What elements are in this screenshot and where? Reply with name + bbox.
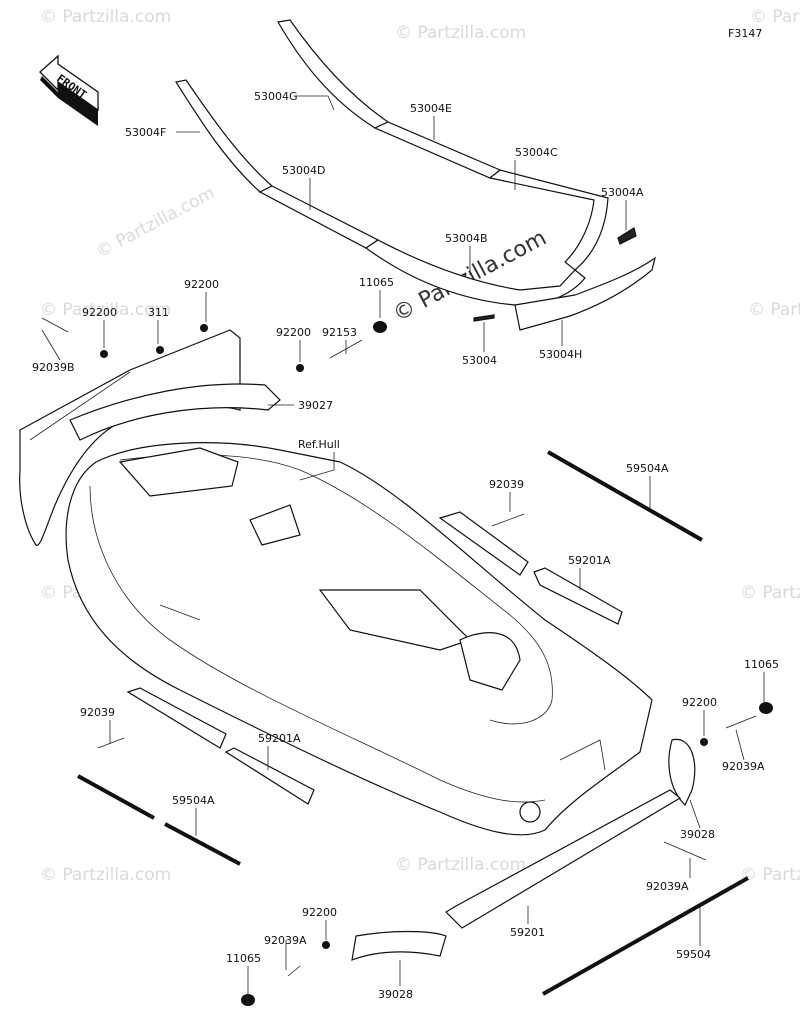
mat-53004 [473,314,495,322]
callout-92200: 92200 [276,326,311,339]
stern-assembly [19,329,281,546]
strip-59504a-left-a [77,774,155,820]
front-arrow-icon: FRONT [39,54,99,126]
callout-59504a: 59504A [172,794,215,807]
washer-92200 [296,364,304,372]
callout-11065: 11065 [359,276,394,289]
washer-92200-bottom [322,941,330,949]
callout-59201a: 59201A [568,554,611,567]
seat-mat-set [175,19,656,331]
callout-92039a: 92039A [722,760,765,773]
callout-92200: 92200 [184,278,219,291]
mat-53004g [277,19,390,129]
callout-11065: 11065 [226,952,261,965]
rail-59201a-lower [533,567,623,625]
mat-53004e [373,121,502,179]
callout-59201a: 59201A [258,732,301,745]
callout-39028: 39028 [378,988,413,1001]
callout-92039a: 92039A [646,880,689,893]
watermark: © Partzilla.com [40,7,171,27]
callout-39028: 39028 [680,828,715,841]
watermark: © Partzilla.com [740,865,800,885]
rail-59201a-left-lower [224,747,315,805]
watermark: © Partzilla.com [40,865,171,885]
ref-hull-label: Ref.Hull [298,438,340,451]
right-side-parts [438,450,773,807]
hull-front-hatch [118,447,239,497]
callout-11065: 11065 [744,658,779,671]
callout-59504a: 59504A [626,462,669,475]
bottom-parts [241,789,749,1006]
grommet-11065 [373,321,387,333]
washer-92200-right [700,738,708,746]
callout-311: 311 [148,306,169,319]
grommet-11065-right [759,702,773,714]
mat-53004a [617,227,637,245]
rail-59201 [445,789,682,929]
watermark: © Partzilla.com [395,23,526,43]
hull-nozzle [519,801,541,823]
callout-53004b: 53004B [445,232,488,245]
stern-hardware [41,317,387,372]
callout-53004g: 53004G [254,90,298,103]
callout-53004a: 53004A [601,186,644,199]
bumper-39028-right [668,738,696,807]
part-39027 [69,383,281,441]
callout-53004: 53004 [462,354,497,367]
washer-92200 [100,350,108,358]
callout-53004f: 53004F [125,126,166,139]
callout-92153: 92153 [322,326,357,339]
leader-lines [41,95,765,994]
hull-footwell [318,589,472,651]
callout-53004h: 53004H [539,348,582,361]
strip-59504 [542,876,749,996]
hull-outer [65,442,653,836]
callout-92039a: 92039A [264,934,307,947]
hull-stern-deck [459,632,521,691]
strip-59504a-left-b [164,822,241,866]
callout-53004e: 53004E [410,102,452,115]
callout-59201: 59201 [510,926,545,939]
callout-39027: 39027 [298,399,333,412]
strip-59504a-right [547,450,703,542]
callout-53004d: 53004D [282,164,325,177]
bumper-39028-bottom [351,930,447,961]
hull-console [249,504,301,546]
watermark: © Partzilla.com [395,855,526,875]
hull [65,442,653,836]
mat-53004b [364,239,586,306]
callout-92200: 92200 [82,306,117,319]
watermark: © Partzilla.com [740,583,800,603]
callout-92039b: 92039B [32,361,75,374]
figure-code: F3147 [728,27,762,40]
nut-311 [156,346,164,354]
grommet-11065-bottom [241,994,255,1006]
callout-labels: 53004G 53004E 53004F 53004C 53004D 53004… [32,90,779,1001]
watermark: © Partzilla.com [750,7,800,27]
watermark: © Partzilla.com [93,183,218,262]
callout-53004c: 53004C [515,146,558,159]
callout-92039: 92039 [489,478,524,491]
callout-92039: 92039 [80,706,115,719]
watermark: © Partzilla.com [748,300,800,320]
callout-59504: 59504 [676,948,711,961]
callout-92200: 92200 [302,906,337,919]
left-side-parts [77,687,315,866]
washer-92200 [200,324,208,332]
watermark: © Partzilla.com [40,300,171,320]
mat-53004h [514,256,656,331]
rail-59201a-upper [438,511,529,576]
callout-92200: 92200 [682,696,717,709]
rail-59201a-left-upper [126,687,227,749]
mat-53004d [258,185,380,249]
